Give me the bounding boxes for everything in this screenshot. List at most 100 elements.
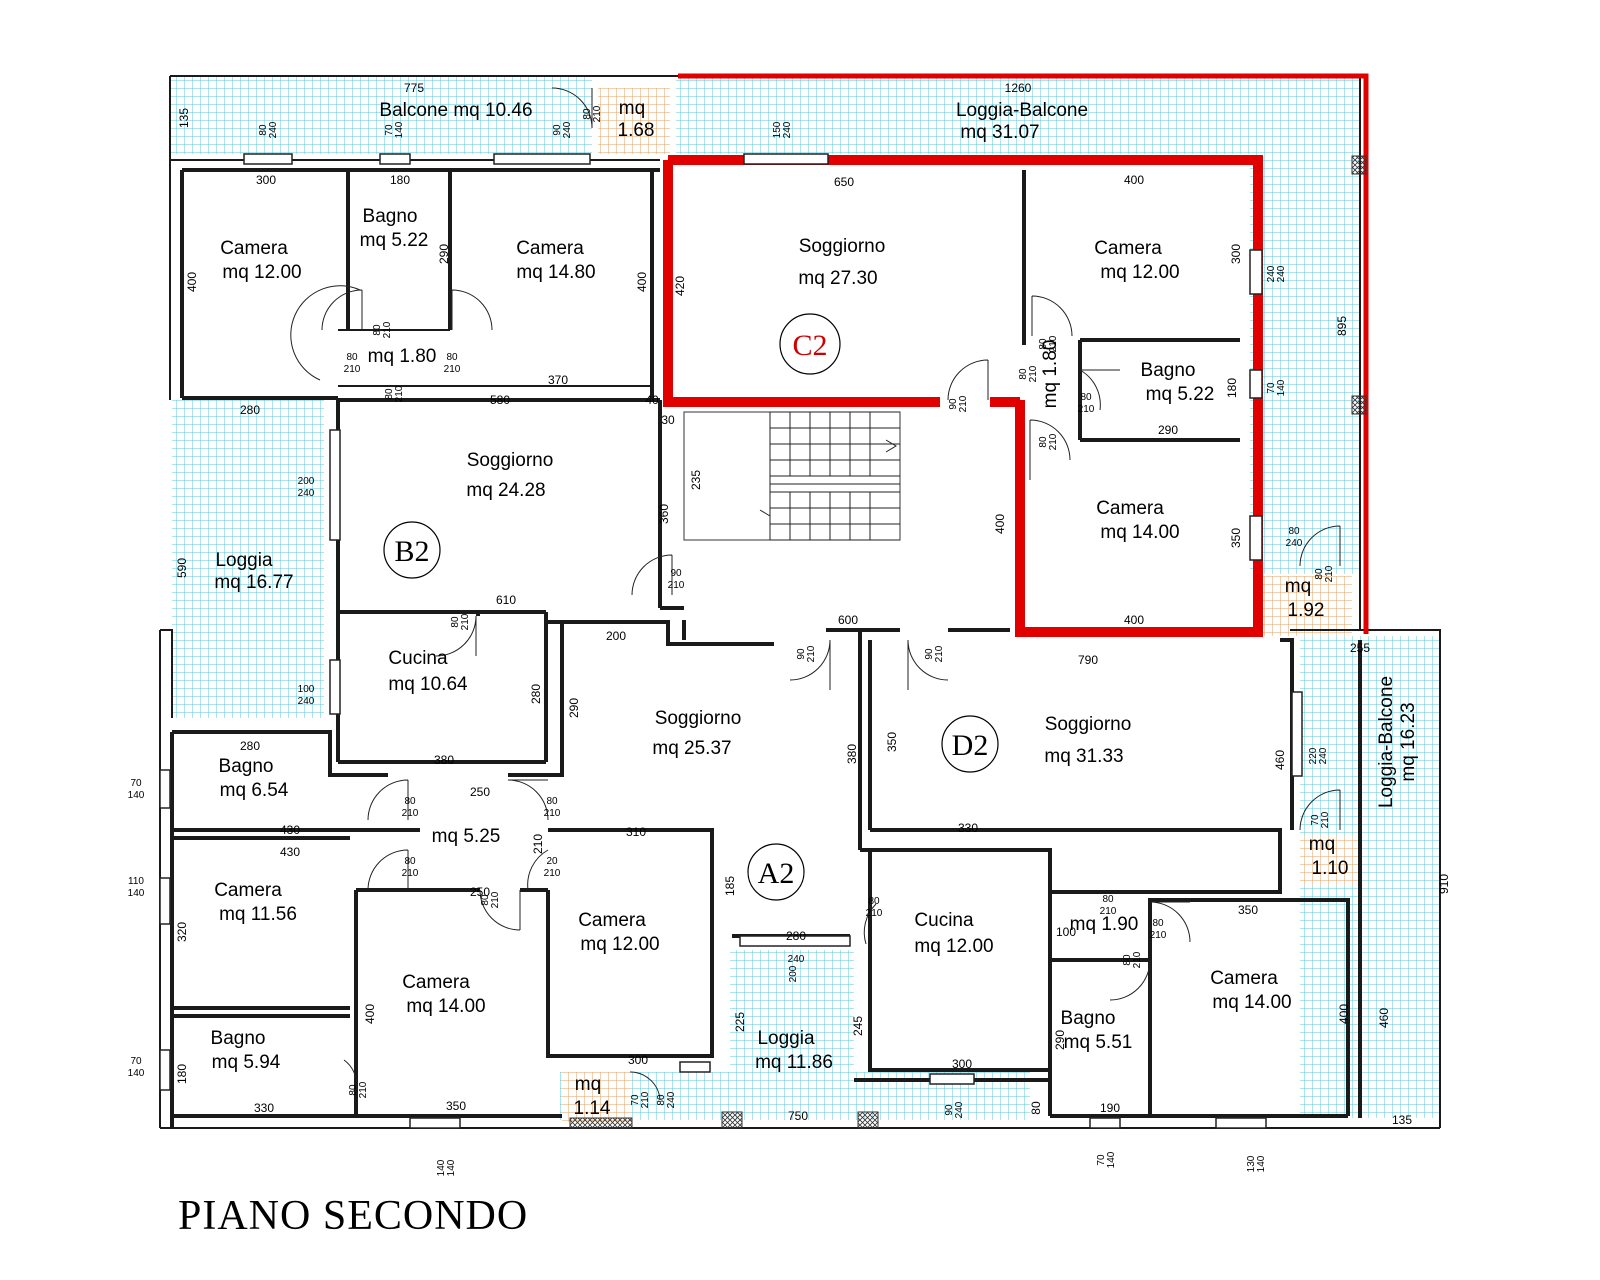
- opening: 210: [444, 364, 461, 375]
- room-soggiorno-a2-area: mq 25.37: [652, 738, 731, 759]
- opening: 210: [1048, 335, 1059, 352]
- room-cucina-b2-area: mq 10.64: [388, 674, 468, 695]
- dim: 280: [529, 684, 543, 704]
- room-camera1-name: Camera: [220, 238, 288, 259]
- room-camera-c2a-area: mq 12.00: [1100, 262, 1179, 283]
- dim: 350: [1238, 903, 1258, 917]
- dim: 180: [175, 1064, 189, 1084]
- opening: 80: [1038, 338, 1049, 350]
- room-camera-d2-area: mq 14.00: [1212, 992, 1291, 1013]
- dim: 30: [661, 413, 675, 427]
- tiled-areas: [170, 76, 1440, 1122]
- sm4-tiles: [562, 1072, 632, 1122]
- opening-labels: 80 240 70 140 90 240 80 210 150 240 240 …: [128, 105, 1335, 1176]
- opening: 80: [404, 856, 416, 867]
- dim: 200: [606, 629, 626, 643]
- opening: 70: [384, 124, 395, 136]
- opening: 150: [772, 121, 783, 138]
- dim: 580: [490, 393, 510, 407]
- dim: 400: [1124, 613, 1144, 627]
- room-bagno-c2-name: Bagno: [1141, 360, 1196, 381]
- opening: 80: [1288, 526, 1300, 537]
- opening: 210: [934, 645, 945, 662]
- dim: 460: [1377, 1008, 1391, 1028]
- dim: 300: [628, 1053, 648, 1067]
- room-soggiorno-d2-name: Soggiorno: [1045, 714, 1132, 735]
- opening: 210: [592, 105, 603, 122]
- opening: 80: [404, 796, 416, 807]
- room-bagno-a1-area: mq 6.54: [220, 780, 289, 801]
- room-camera-a1-area: mq 11.56: [219, 904, 297, 925]
- dim: 610: [496, 593, 516, 607]
- opening: 210: [640, 1091, 651, 1108]
- opening: 210: [1320, 811, 1331, 828]
- sm2-tiles: [1260, 576, 1352, 636]
- opening: 80: [1018, 368, 1029, 380]
- room-camera-a3-area: mq 12.00: [580, 934, 659, 955]
- opening: 210: [382, 321, 393, 338]
- room-cucina-d2-area: mq 12.00: [914, 936, 993, 957]
- room-dis-d2-area: mq 1.90: [1070, 914, 1139, 935]
- room-bagno-a2-name: Bagno: [211, 1028, 266, 1049]
- dim: 895: [1335, 316, 1349, 336]
- balcone-top-tiles: [170, 76, 592, 154]
- dim: 790: [1078, 653, 1098, 667]
- room-soggiorno-b2-area: mq 24.28: [466, 480, 545, 501]
- opening: 80: [1038, 436, 1049, 448]
- opening: 90: [948, 398, 959, 410]
- room-bagno-d2-name: Bagno: [1061, 1008, 1116, 1029]
- dim: 255: [1350, 641, 1370, 655]
- opening: 80: [450, 616, 461, 628]
- dimension-labels: 775 1260 135 300 180 650 400 400 290 400…: [175, 81, 1451, 1127]
- unit-tags: C2 B2 D2 A2: [383, 313, 999, 901]
- dim: 430: [280, 845, 300, 859]
- dim: 300: [256, 173, 276, 187]
- room-loggia-left-name: Loggia: [215, 550, 272, 571]
- dim: 370: [548, 373, 568, 387]
- dim: 250: [470, 885, 490, 899]
- opening: 240: [298, 488, 315, 499]
- opening: 210: [1048, 433, 1059, 450]
- dim: 330: [958, 821, 978, 835]
- opening: 210: [1100, 906, 1117, 917]
- unit-c2-highlight: [663, 73, 1369, 637]
- room-sm2-area: 1.92: [1288, 600, 1325, 621]
- opening: 210: [460, 613, 471, 630]
- room-labels: Balcone mq 10.46 mq 1.68 Loggia-Balcone …: [211, 98, 1419, 1119]
- room-sm1-name: mq: [619, 98, 645, 119]
- dim: 350: [885, 732, 899, 752]
- room-camera-d2-name: Camera: [1210, 968, 1278, 989]
- dim: 380: [845, 744, 859, 764]
- opening: 80: [446, 352, 458, 363]
- dim: 135: [1392, 1113, 1412, 1127]
- room-loggia-bottom-name: Loggia: [757, 1028, 814, 1049]
- opening: 70: [130, 1056, 142, 1067]
- opening: 240: [666, 1091, 677, 1108]
- dim: 910: [1437, 874, 1451, 894]
- page-title: PIANO SECONDO: [178, 1193, 529, 1239]
- dim: 210: [531, 834, 545, 854]
- dim: 350: [446, 1099, 466, 1113]
- opening: 140: [1256, 1155, 1267, 1172]
- dim: 280: [240, 739, 260, 753]
- sm1-tiles: [598, 88, 670, 154]
- opening: 210: [958, 395, 969, 412]
- dim: 400: [1337, 1004, 1351, 1024]
- opening: 200: [298, 476, 315, 487]
- dim: 290: [1053, 1030, 1067, 1050]
- opening: 110: [128, 876, 144, 887]
- room-camera2-name: Camera: [516, 238, 584, 259]
- dim: 350: [1229, 528, 1243, 548]
- room-loggia-left-area: mq 16.77: [214, 572, 293, 593]
- opening: 210: [1324, 565, 1335, 582]
- vents: [569, 155, 1367, 1129]
- room-cucina-d2-name: Cucina: [914, 910, 974, 931]
- room-loggia-balcone-top-name: Loggia-Balcone: [956, 100, 1088, 121]
- unit-tag-b2: B2: [394, 535, 429, 568]
- dim: 380: [434, 753, 454, 767]
- loggia-balcone-right-strip-tiles: [1250, 154, 1360, 574]
- dim: 420: [673, 276, 687, 296]
- room-soggiorno-c2-name: Soggiorno: [799, 236, 886, 257]
- opening: 210: [544, 808, 561, 819]
- sm3-tiles: [1300, 836, 1360, 886]
